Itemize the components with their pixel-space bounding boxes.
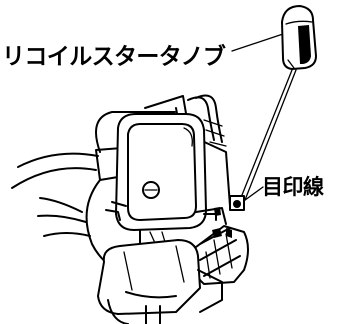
mark-line-label: 目印線	[262, 175, 324, 199]
mark-line-point	[229, 195, 245, 211]
starter-rope-edge	[244, 69, 297, 201]
handle-pipe	[11, 147, 125, 189]
recoil-starter-knob-label: リコイルスタータノブ	[2, 44, 226, 70]
recoil-starter-knob	[281, 5, 317, 70]
knob-leader-line	[231, 31, 290, 52]
fuel-tank	[97, 239, 223, 324]
fuel-tube	[187, 94, 227, 147]
starter-rope	[239, 69, 293, 201]
air-cleaner-cover	[115, 113, 207, 231]
